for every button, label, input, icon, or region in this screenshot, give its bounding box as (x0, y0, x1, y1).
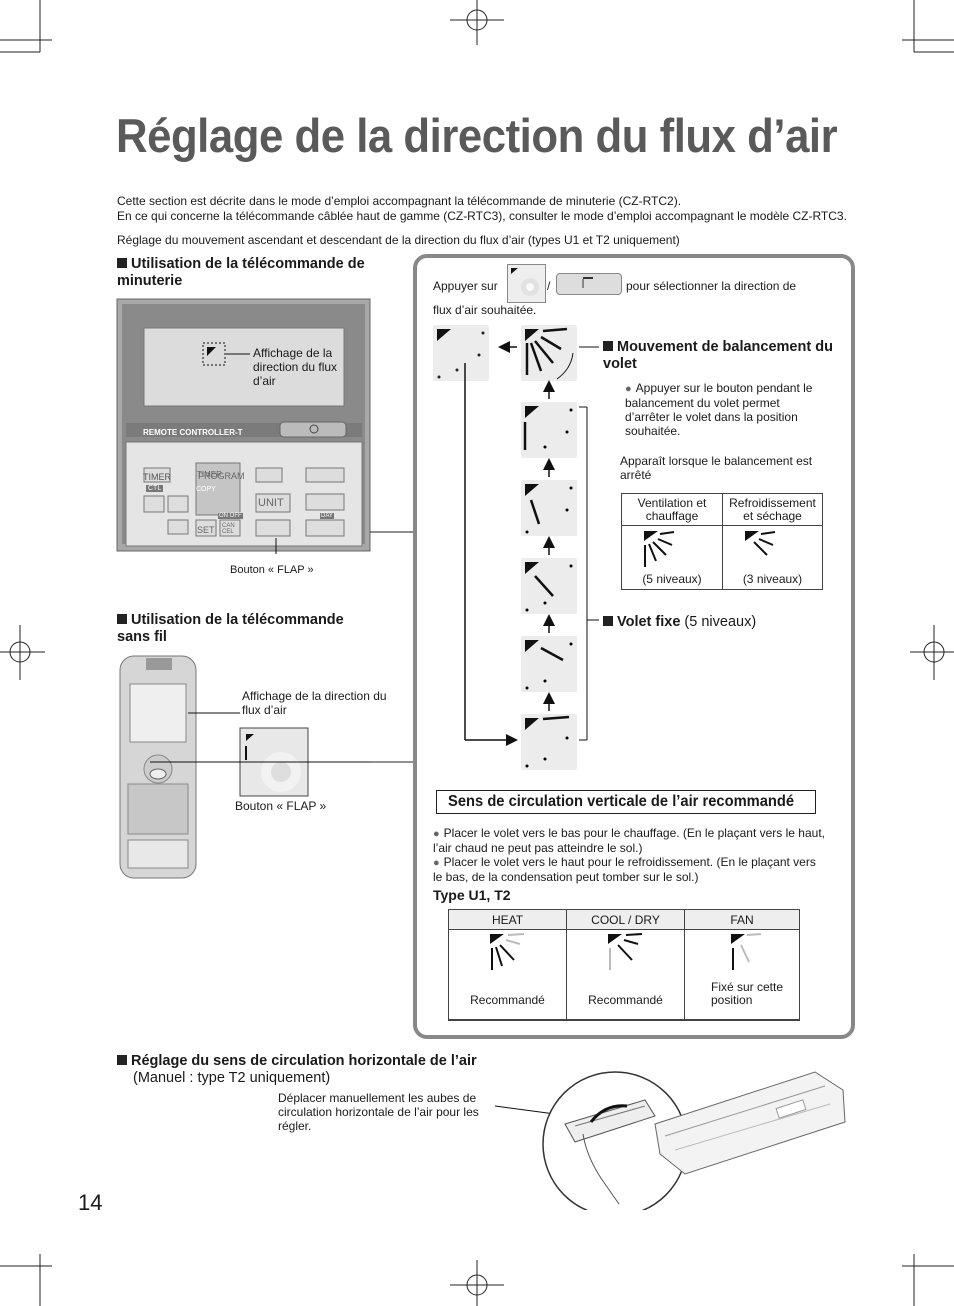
program-label: PROGRAM (198, 471, 245, 481)
timer-flap-button-label: Bouton « FLAP » (230, 564, 314, 576)
press-separator: / (547, 279, 551, 293)
flow-arrows (464, 341, 599, 746)
connector-lines (370, 531, 414, 763)
press-text-start: Appuyer sur (433, 279, 498, 293)
cancel-button[interactable]: CAN CEL (222, 523, 235, 535)
timer-top-label: TIMER (197, 470, 222, 479)
heating-levels-cell: (5 niveaux) (621, 525, 723, 590)
table-col-heating: Ventilation et chauffage (621, 493, 723, 526)
timer-remote-illustration (116, 298, 371, 554)
rec-bullet-2: Placer le volet vers le haut pour le ref… (433, 855, 828, 884)
horizontal-heading-block: Réglage du sens de circulation horizonta… (117, 1053, 477, 1087)
flap-position-2-tile (521, 480, 577, 536)
horizontal-heading: Réglage du sens de circulation horizonta… (131, 1053, 477, 1069)
cooling-levels-cell: (3 niveaux) (722, 525, 823, 590)
flap-panel (413, 254, 855, 1039)
flap-position-3-tile (521, 558, 577, 614)
rec-fan-label: Fixé sur cette position (711, 980, 784, 1007)
rec-bullet-1: Placer le volet vers le bas pour le chau… (433, 826, 828, 855)
fan-flap-icon (731, 933, 762, 970)
swing-heading: Mouvement de balancement du volet (603, 339, 833, 372)
timer-display-label: Affichage de la direction du flux d’air (253, 346, 338, 388)
flap-button[interactable] (263, 525, 289, 539)
stopped-note: Apparaît lorsque le balancement est arrê… (620, 454, 813, 482)
cool-flap-icon (607, 933, 642, 970)
wireless-display-label: Affichage de la direction du flux d’air (242, 689, 387, 717)
flap-stopped-tile (433, 325, 489, 381)
flap-position-5-tile (521, 714, 577, 770)
wireless-flap-button-label: Bouton « FLAP » (235, 799, 327, 813)
page-number: 14 (78, 1190, 103, 1215)
ceiling-unit-illustration (495, 1071, 846, 1210)
flap-button-wireless-icon (507, 264, 546, 303)
rec-cell-heat: Recommandé (448, 929, 567, 1021)
wireless-remote-illustration (119, 655, 414, 879)
rec-header-heat: HEAT (448, 909, 567, 930)
table-col-cooling: Refroidissement et séchage (722, 493, 823, 526)
square-bullet-icon (603, 616, 613, 626)
wireless-remote-heading: Utilisation de la télécommande sans fil (117, 612, 344, 645)
swing-5-levels-icon (644, 531, 675, 567)
flap-position-1-tile (521, 402, 577, 458)
flap-button-timer-icon (556, 273, 622, 295)
recommended-table: HEAT COOL / DRY FAN Recommandé Recommand… (448, 909, 800, 1021)
fixed-flap-heading: Volet fixe (5 niveaux) (603, 614, 756, 630)
square-bullet-icon (117, 1055, 127, 1065)
copy-label: COPY (196, 486, 216, 493)
rec-heat-label: Recommandé (470, 993, 545, 1007)
press-text-end: pour sélectionner la direction de (626, 279, 797, 293)
unit-button[interactable]: UNIT (258, 497, 284, 509)
intro-line-1: Cette section est décrite dans le mode d… (117, 194, 682, 208)
square-bullet-icon (117, 614, 127, 624)
remote-brand: REMOTE CONTROLLER-T (143, 428, 243, 437)
wireless-flap-button[interactable] (263, 744, 287, 768)
press-text-line2: flux d’air souhaitée. (433, 303, 537, 317)
square-bullet-icon (117, 258, 127, 268)
day-label: DAY (320, 513, 334, 519)
swing-3-levels-icon (744, 531, 775, 556)
type-label: Type U1, T2 (433, 887, 511, 903)
flap-swing-tile (521, 325, 577, 381)
timer-remote-heading: Utilisation de la télécommande de minute… (117, 256, 365, 289)
heating-levels-label: (5 niveaux) (642, 572, 702, 586)
timer-label: TIMER (143, 472, 171, 482)
swing-levels-table: Ventilation et chauffage Refroidissement… (621, 493, 823, 590)
rec-cell-cool: Recommandé (566, 929, 685, 1021)
recommended-title-box: Sens de circulation verticale de l’air r… (436, 790, 816, 814)
recommended-title: Sens de circulation verticale de l’air r… (448, 793, 795, 810)
cooling-levels-label: (3 niveaux) (742, 572, 803, 586)
swing-bullet: Appuyer sur le bouton pendant le balance… (625, 381, 820, 438)
rec-cell-fan: Fixé sur cette position (684, 929, 800, 1021)
page-title: Réglage de la direction du flux d’air (116, 109, 838, 162)
rec-header-fan: FAN (684, 909, 800, 930)
horizontal-note: Déplacer manuellement les aubes de circu… (278, 1091, 479, 1133)
ctl-label: CTL (146, 485, 164, 492)
heat-flap-icon (489, 933, 524, 970)
rec-cool-label: Recommandé (588, 993, 663, 1007)
intro-line-3: Réglage du mouvement ascendant et descen… (117, 233, 680, 247)
intro-line-2: En ce qui concerne la télécommande câblé… (117, 209, 847, 223)
horizontal-subheading: (Manuel : type T2 uniquement) (133, 1070, 331, 1086)
set-button[interactable]: SET (197, 525, 215, 535)
onoff-label: ON OFF (218, 513, 243, 519)
square-bullet-icon (603, 341, 613, 351)
flap-position-4-tile (521, 636, 577, 692)
rec-header-cool: COOL / DRY (566, 909, 685, 930)
